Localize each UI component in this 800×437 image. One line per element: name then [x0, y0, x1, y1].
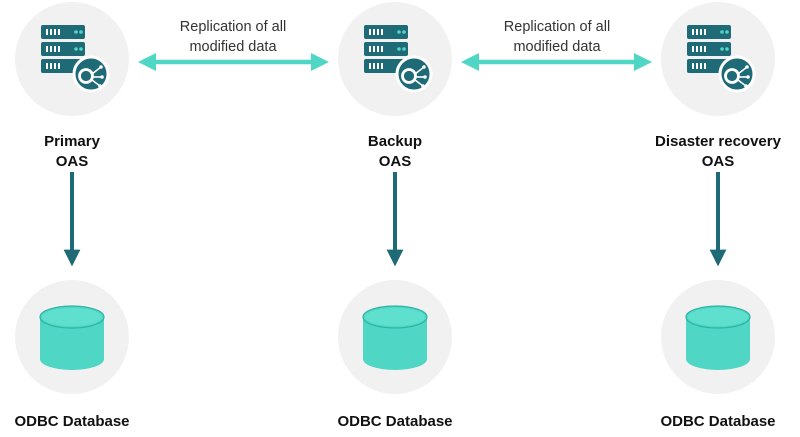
database-node-backup: ODBC Database	[337, 280, 453, 430]
database-node-primary: ODBC Database	[14, 280, 130, 430]
replication-label-line1: Replication of all	[180, 19, 286, 35]
replication-label-line1: Replication of all	[504, 19, 610, 35]
database-label: ODBC Database	[660, 413, 775, 430]
database-label: ODBC Database	[14, 413, 129, 430]
server-node-backup: Backup OAS	[338, 2, 452, 170]
database-cylinder-icon	[39, 305, 105, 371]
database-cylinder-icon	[362, 305, 428, 371]
server-node-primary: Primary OAS	[15, 2, 129, 170]
server-label-line1: Primary	[44, 133, 101, 150]
server-node-disaster-recovery: Disaster recovery OAS	[655, 2, 782, 170]
database-label: ODBC Database	[337, 413, 452, 430]
server-label-line2: OAS	[379, 153, 412, 170]
server-label-line2: OAS	[702, 153, 735, 170]
database-node-disaster-recovery: ODBC Database	[660, 280, 776, 430]
server-label-line1: Backup	[368, 133, 422, 150]
server-label-line2: OAS	[56, 153, 89, 170]
server-label-line1: Disaster recovery	[655, 133, 782, 150]
database-cylinder-icon	[685, 305, 751, 371]
replication-label-line2: modified data	[189, 39, 277, 55]
replication-link-backup-disaster: Replication of all modified data	[461, 19, 652, 71]
replication-link-primary-backup: Replication of all modified data	[138, 19, 329, 71]
replication-label-line2: modified data	[513, 39, 601, 55]
